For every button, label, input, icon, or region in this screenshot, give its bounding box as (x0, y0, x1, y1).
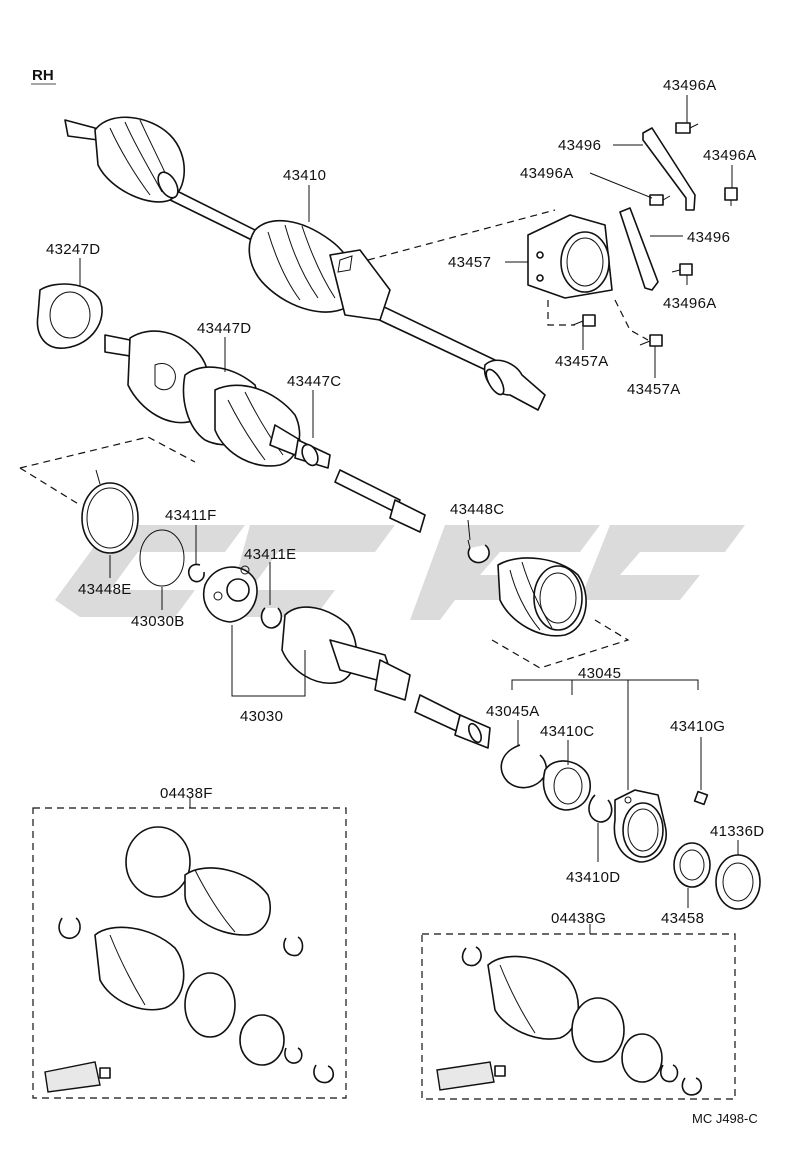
dashed-box-left-side (19, 467, 81, 506)
label-41336D: 41336D (710, 823, 764, 840)
label-43496A-2: 43496A (703, 147, 757, 164)
label-43447D: 43447D (197, 320, 251, 337)
diagram-code: MC J498-C (692, 1111, 758, 1126)
boot-clip-43448C (467, 539, 490, 564)
label-43030B: 43030B (131, 613, 185, 630)
center-bearing-bracket (527, 214, 613, 299)
side-label: RH (32, 67, 54, 84)
label-43496A-4: 43496A (663, 295, 717, 312)
bolt-43496A-low (671, 263, 693, 276)
bracket-stay-upper (642, 127, 696, 211)
boot-kit-04438G (421, 924, 736, 1100)
boot-kit-04438F (32, 798, 347, 1099)
outboard-joint (281, 606, 491, 749)
label-43458: 43458 (661, 910, 704, 927)
seal-43458 (673, 842, 711, 888)
label-43411E: 43411E (244, 546, 296, 563)
label-43447C: 43447C (287, 373, 341, 390)
intermediate-shaft-assembly (104, 330, 426, 533)
inner-cv-joint (248, 219, 391, 321)
label-43045A: 43045A (486, 703, 540, 720)
shaft-end-spline (483, 359, 546, 411)
label-43448C: 43448C (450, 501, 504, 518)
leader-43030-bracket (231, 625, 306, 697)
label-43496A-3: 43496A (520, 165, 574, 182)
dashed-guide-bolt-left (547, 300, 575, 326)
snap-ring-43030B (139, 529, 185, 587)
seal-41336D (715, 854, 761, 910)
bolt-43496A-right (724, 187, 738, 206)
label-43410: 43410 (283, 167, 326, 184)
dashed-box-left-top (19, 436, 196, 469)
label-43411F: 43411F (165, 507, 217, 524)
label-43410C: 43410C (540, 723, 594, 740)
bolt-43496A-mid (649, 194, 671, 206)
label-43496-2: 43496 (687, 229, 730, 246)
label-43457A-2: 43457A (627, 381, 681, 398)
snap-ring-43411E (260, 607, 283, 629)
label-43410G: 43410G (670, 718, 725, 735)
bearing-retainer (613, 789, 667, 863)
label-43247D: 43247D (46, 241, 100, 258)
shaft-inner-segment (374, 304, 496, 373)
bolt-43496A-top (675, 122, 699, 134)
outer-cv-boot (64, 116, 186, 203)
drive-shaft-assembly (64, 116, 546, 411)
bolt-43457A-left (572, 314, 596, 327)
watermark-logo (55, 525, 745, 620)
bracket-stay-lower (619, 207, 659, 291)
label-43410D: 43410D (566, 869, 620, 886)
dashed-box-right-bottom (491, 619, 630, 669)
bearing-43410C (542, 760, 591, 811)
oil-seal-43247D (36, 283, 103, 349)
snap-ring-43045A (500, 744, 548, 789)
label-43496-1: 43496 (558, 137, 601, 154)
pin-43410G (693, 737, 709, 806)
leader-43045-bracket (511, 679, 699, 690)
label-43045: 43045 (578, 665, 621, 682)
label-04438F: 04438F (160, 785, 213, 802)
label-04438G: 04438G (551, 910, 606, 927)
dashed-guide-bolt-right (614, 299, 649, 341)
dashed-guide-bracket (367, 209, 556, 261)
leader-lines (79, 95, 739, 908)
inner-boot (497, 557, 587, 637)
snap-ring-43411F (188, 563, 205, 583)
label-43457: 43457 (448, 254, 491, 271)
label-43030: 43030 (240, 708, 283, 725)
snap-ring-43410D (588, 794, 613, 823)
tripod-joint (203, 565, 258, 623)
boot-clamp-43448E (81, 469, 139, 554)
label-43496A-1: 43496A (663, 77, 717, 94)
label-43457A-1: 43457A (555, 353, 609, 370)
label-43448E: 43448E (78, 581, 132, 598)
bolt-43457A-right (639, 334, 663, 347)
